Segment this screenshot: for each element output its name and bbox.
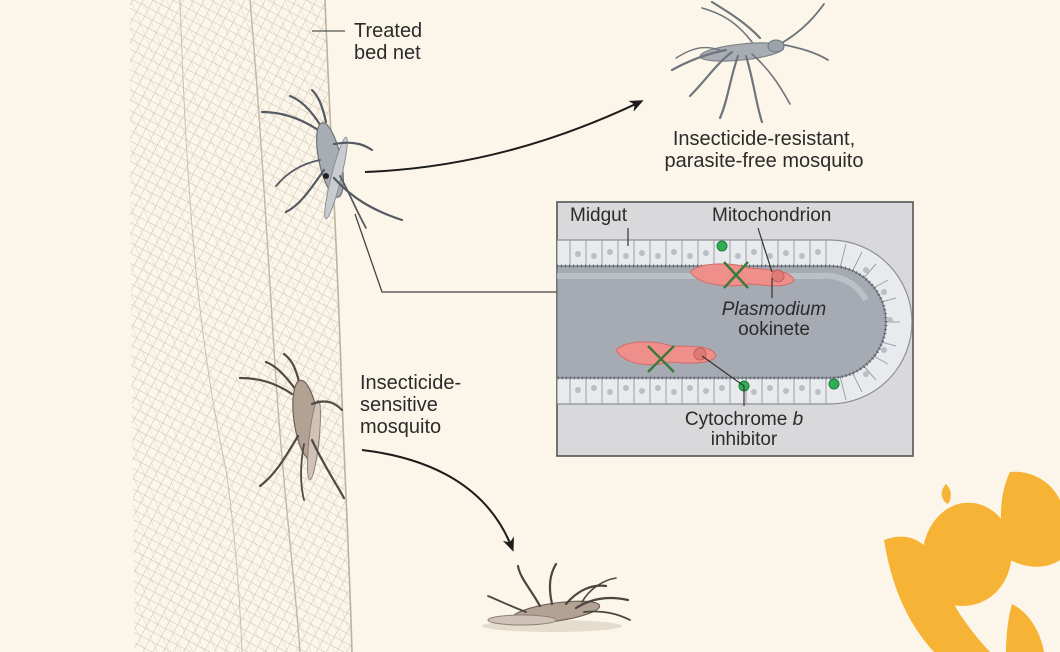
label-line: Mitochondrion xyxy=(712,205,832,226)
label-line: Midgut xyxy=(570,205,628,226)
inhibitor-dot-icon xyxy=(716,240,728,252)
inhibitor-dot-icon xyxy=(828,378,840,390)
label-bed-net: Treated bed net xyxy=(354,20,422,64)
cross-mark-icon xyxy=(647,345,675,373)
label-line: mosquito xyxy=(360,416,442,438)
label-resistant-mosquito: Insecticide-resistant, parasite-free mos… xyxy=(614,128,914,172)
mosquito-icon xyxy=(482,562,631,632)
inset-leader-line xyxy=(354,213,557,293)
label-cytochrome-inhibitor: Cytochrome b inhibitor xyxy=(644,410,844,450)
label-sensitive-mosquito: Insecticide- sensitive mosquito xyxy=(360,372,461,438)
label-plasmodium-ookinete: Plasmodium ookinete xyxy=(692,300,856,340)
label-word: b xyxy=(792,409,804,430)
label-line: Cytochrome b xyxy=(644,410,844,430)
cross-mark-icon xyxy=(723,261,749,289)
mosquito-icon xyxy=(260,88,404,229)
label-line: inhibitor xyxy=(710,429,778,450)
arrow-icon xyxy=(364,100,644,173)
arrow-icon xyxy=(361,449,514,552)
bed-net-icon xyxy=(130,0,353,652)
label-line: Plasmodium xyxy=(721,299,827,320)
label-line: ookinete xyxy=(738,319,810,340)
mosquito-icon xyxy=(238,352,346,501)
label-midgut: Midgut xyxy=(570,206,627,226)
label-line: sensitive xyxy=(360,394,438,416)
parasite-icon xyxy=(689,263,795,287)
label-line: bed net xyxy=(354,42,421,64)
label-line: Treated xyxy=(354,20,423,42)
label-line: Insecticide-resistant, xyxy=(672,128,856,150)
label-word: Cytochrome xyxy=(684,409,788,430)
midgut-cross-section-icon xyxy=(556,201,914,457)
label-line: Insecticide- xyxy=(360,372,462,394)
mosquito-icon xyxy=(670,0,829,124)
label-mitochondrion: Mitochondrion xyxy=(712,206,831,226)
label-line: parasite-free mosquito xyxy=(664,150,864,172)
bee-logo-icon xyxy=(884,471,1060,652)
